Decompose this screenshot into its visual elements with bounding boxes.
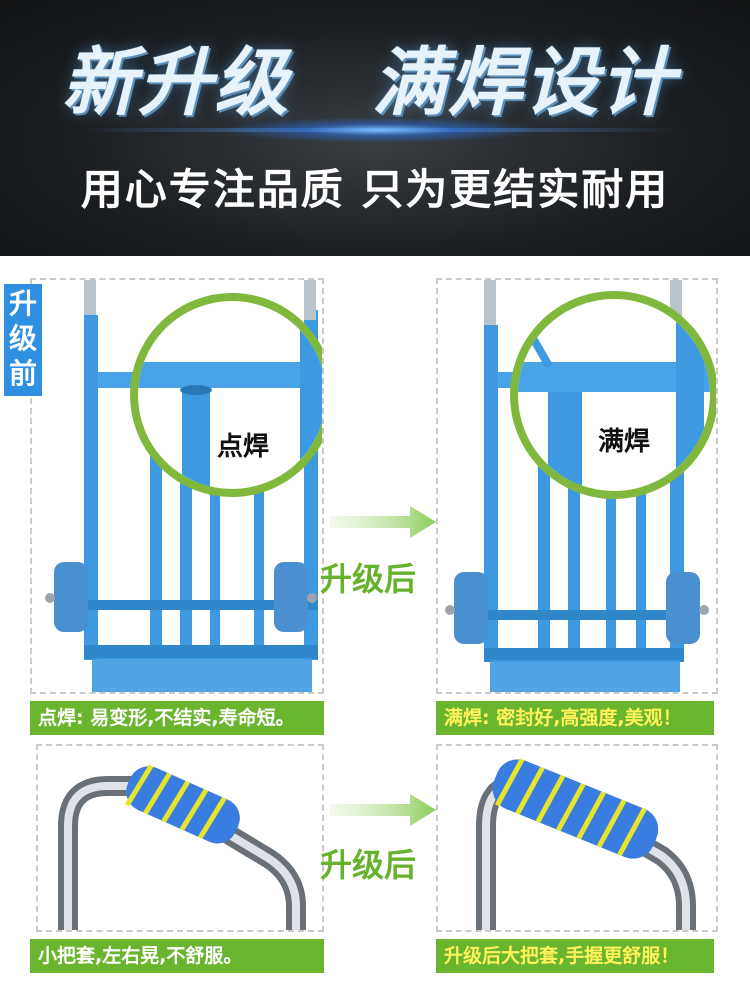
panel-large-grip — [436, 744, 718, 932]
panel-spot-weld: 点焊 — [30, 278, 324, 694]
header-glow — [230, 118, 530, 142]
headline-right: 满焊设计 — [372, 40, 676, 126]
before-tag: 升级前 — [4, 284, 42, 396]
before-tag-text: 升级前 — [8, 287, 37, 390]
header-subline: 用心专注品质 只为更结实耐用 — [80, 165, 670, 214]
panel-small-grip — [36, 744, 324, 932]
headline-left: 新升级 — [62, 40, 290, 126]
trolley-spot-weld-image: 点焊 — [45, 280, 322, 692]
header-banner: 新升级 满焊设计 用心专注品质 只为更结实耐用 — [0, 0, 750, 256]
full-weld-label: 满焊 — [598, 427, 650, 457]
upgrade-label-top: 升级后 — [320, 560, 417, 598]
caption-full-weld: 满焊: 密封好,高强度,美观！ — [436, 701, 714, 735]
right-arrow-icon — [330, 794, 436, 826]
caption-large-grip: 升级后大把套,手握更舒服！ — [436, 939, 714, 973]
caption-small-grip: 小把套,左右晃,不舒服。 — [30, 939, 324, 973]
trolley-full-weld-image: 满焊 — [445, 280, 716, 692]
upgrade-arrow-bottom: 升级后 — [320, 790, 440, 890]
small-grip-image — [58, 764, 306, 930]
upgrade-label-bottom: 升级后 — [320, 846, 417, 884]
large-grip-image — [476, 758, 696, 930]
spot-weld-label: 点焊 — [217, 431, 269, 462]
panel-full-weld: 满焊 — [436, 278, 718, 694]
caption-spot-weld: 点焊: 易变形,不结实,寿命短。 — [30, 701, 324, 735]
upgrade-arrow-top: 升级后 — [320, 502, 440, 602]
right-arrow-icon — [330, 506, 436, 538]
